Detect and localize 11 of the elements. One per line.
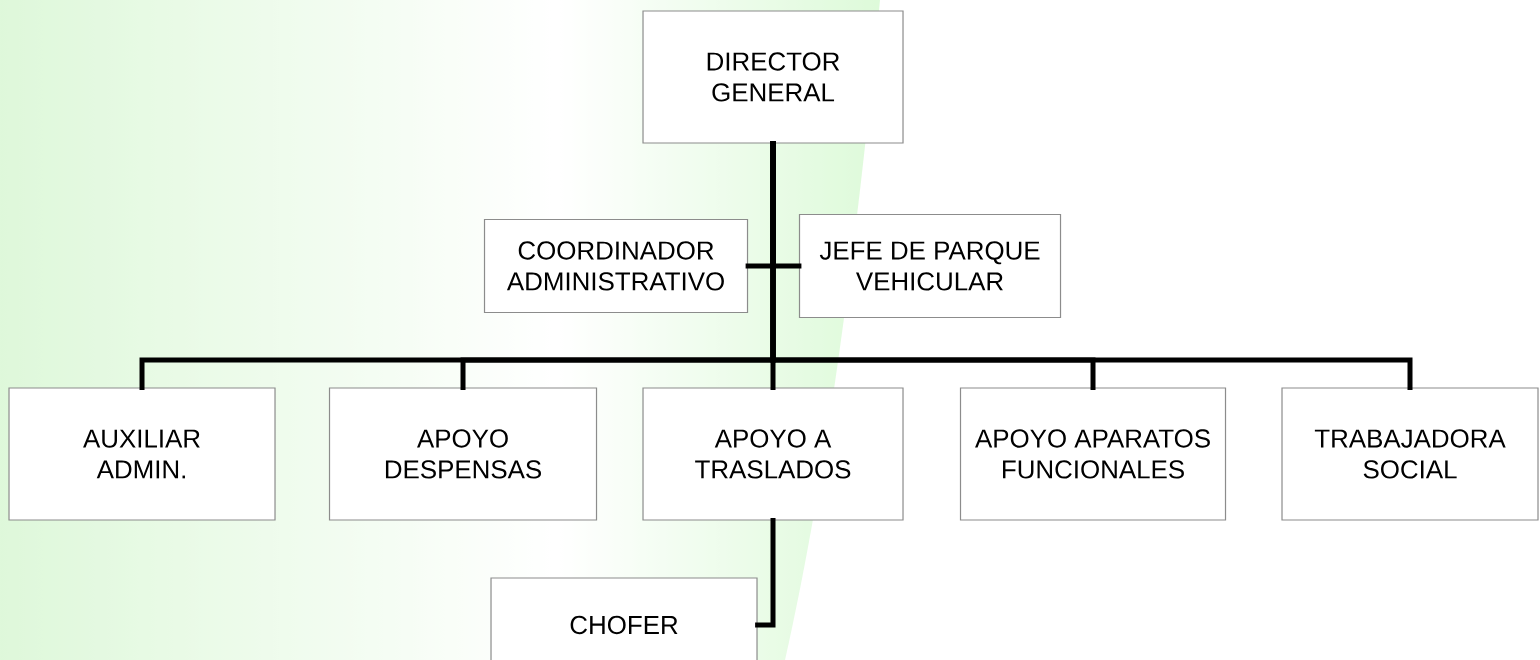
position-box: APOYO DESPENSAS — [328, 387, 598, 521]
position-box: JEFE DE PARQUE VEHICULAR — [798, 213, 1062, 319]
position-box: CHOFER — [490, 577, 758, 660]
position-box: DIRECTOR GENERAL — [642, 10, 904, 144]
position-box: APOYO A TRASLADOS — [642, 387, 904, 521]
position-box: APOYO APARATOS FUNCIONALES — [959, 387, 1227, 521]
position-box: AUXILIAR ADMIN. — [8, 387, 276, 521]
connector-line — [770, 141, 1413, 390]
position-box: TRABAJADORA SOCIAL — [1281, 387, 1539, 521]
position-box: COORDINADOR ADMINISTRATIVO — [483, 218, 749, 314]
connector-line — [755, 518, 776, 628]
